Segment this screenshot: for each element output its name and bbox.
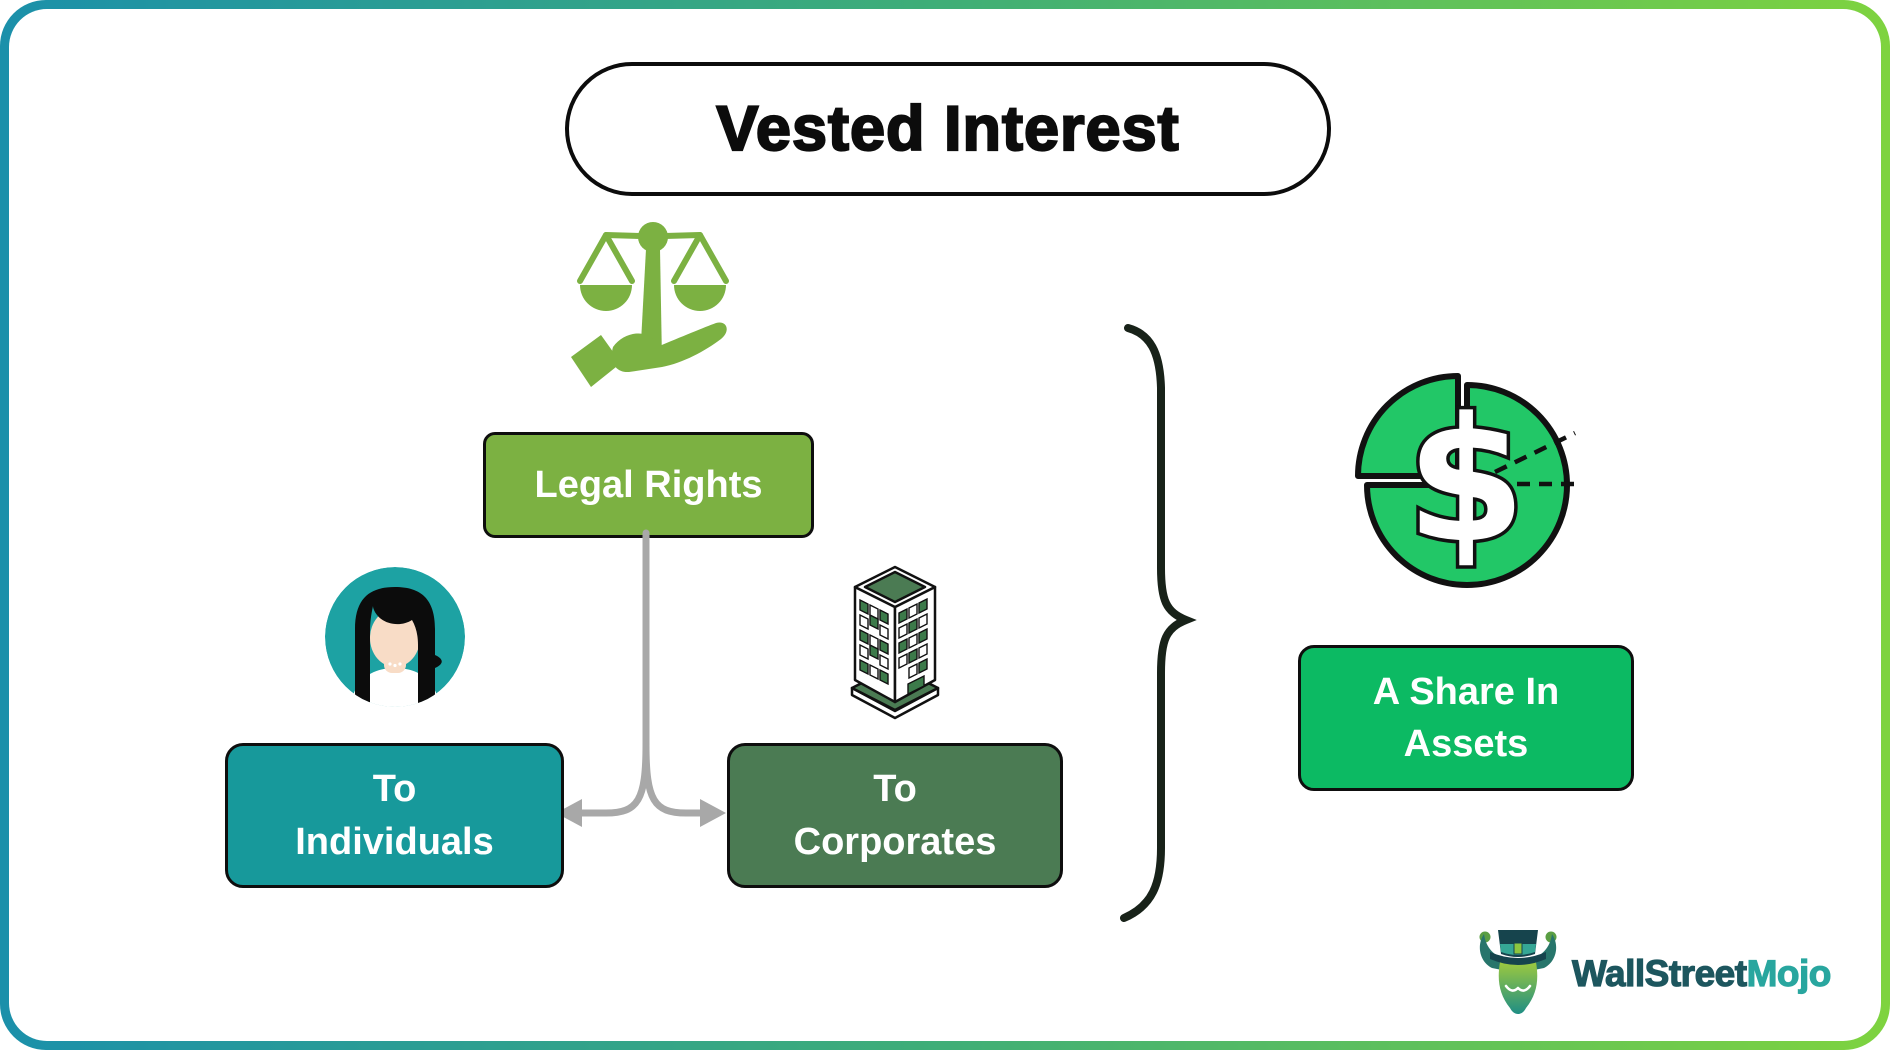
node-share-line1: A Share In (1372, 670, 1560, 713)
corporate-building-icon (850, 565, 940, 720)
bull-mascot-icon (1479, 930, 1557, 1014)
scales-of-justice-in-hand-icon (571, 222, 729, 387)
logo-mojo: Mojo (1746, 952, 1832, 994)
node-to-corporates-line1: To (873, 768, 917, 811)
dollar-pie-chart-icon: $ (1355, 373, 1578, 588)
node-to-corporates-line2: Corporates (793, 820, 997, 863)
woman-avatar-icon (325, 567, 465, 707)
node-to-individuals: To Individuals (225, 743, 564, 888)
node-legal-rights-label: Legal Rights (534, 463, 763, 506)
curly-brace (1120, 324, 1197, 922)
node-to-individuals-line2: Individuals (295, 820, 494, 863)
node-legal-rights: Legal Rights (483, 432, 814, 538)
logo-wallstreet: WallStreet (1571, 952, 1747, 994)
node-to-corporates: To Corporates (727, 743, 1063, 888)
page-title: Vested Interest (715, 93, 1180, 165)
wallstreetmojo-logo: WallStreetMojo (1478, 928, 1832, 1020)
node-to-individuals-line1: To (372, 768, 417, 811)
dollar-glyph: $ (1406, 380, 1526, 581)
title-pill: Vested Interest (565, 62, 1331, 196)
node-share-line2: Assets (1403, 723, 1529, 765)
logo-wordmark: WallStreetMojo (1571, 952, 1832, 995)
node-share-in-assets: A Share In Assets (1298, 645, 1634, 791)
